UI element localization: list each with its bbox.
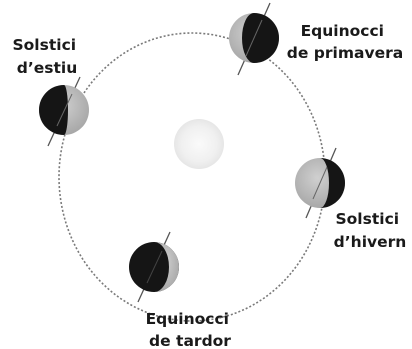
label-spring-equinox: Equinocci de primavera [287,22,403,62]
earth-autumn-equinox [129,232,179,302]
label-autumn-equinox: Equinocci de tardor [146,310,235,349]
earth-winter-solstice [295,148,345,218]
orbit-path [59,33,325,321]
earth-spring-equinox [229,3,279,75]
label-summer-solstice: Solstici d’estiu [13,36,82,77]
label-winter-solstice: Solstici d’hivern [334,210,407,251]
sun [174,119,224,169]
